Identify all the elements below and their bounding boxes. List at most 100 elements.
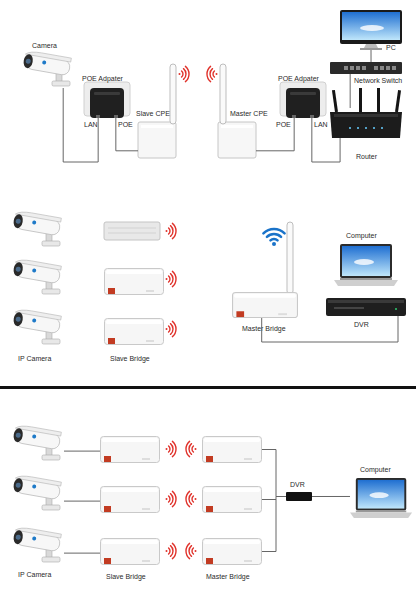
- flat-bridge-lines: [108, 228, 156, 233]
- device-label: Master Bridge: [242, 324, 286, 333]
- flat-bridge: [104, 222, 160, 240]
- device-node: Network Switch: [330, 62, 402, 74]
- bridge-antenna: [287, 222, 293, 294]
- monitor-stand: [364, 44, 378, 48]
- laptop-illustration: [350, 478, 412, 518]
- device-label: LAN: [314, 120, 328, 129]
- device-label: Computer: [360, 465, 391, 474]
- router-body: [330, 112, 402, 138]
- cable-line: [63, 88, 98, 162]
- bridge-illustration: [203, 539, 262, 565]
- device-label: DVR: [354, 320, 369, 329]
- cable-line: [312, 118, 340, 162]
- camera-illustration: [12, 308, 61, 344]
- adapter-port: [114, 115, 118, 118]
- wifi-signal: [166, 441, 177, 456]
- device-label: LAN: [84, 120, 98, 129]
- camera-illustration: [12, 258, 61, 294]
- wifi-signal: [166, 491, 177, 506]
- bridge-illustration: [101, 539, 160, 565]
- bridge-illustration: [233, 292, 298, 317]
- device-label: Slave Bridge: [106, 572, 146, 581]
- bridge-illustration: [105, 319, 164, 345]
- camera-illustration: [22, 50, 71, 86]
- adapter-port: [96, 115, 100, 118]
- poe-adapter-body: [90, 88, 124, 118]
- camera-illustration: [12, 210, 61, 246]
- router-highlight: [334, 114, 398, 117]
- cpe-case: [218, 122, 256, 158]
- device-label: Master Bridge: [206, 572, 250, 581]
- monitor-frame: [340, 10, 402, 44]
- device-label: PC: [386, 43, 396, 52]
- bridge-illustration: [105, 269, 164, 295]
- adapter-highlight: [290, 92, 316, 95]
- device-node: Slave Bridge: [100, 538, 160, 565]
- device-label: POE: [118, 120, 133, 129]
- device-label: Camera: [32, 41, 57, 50]
- device-node: POE AdpaterLANPOE: [90, 88, 124, 118]
- wifi-signal: [166, 321, 177, 336]
- device-node: Router: [330, 108, 402, 138]
- bridge-illustration: [203, 437, 262, 463]
- device-label: POE Adpater: [82, 74, 123, 83]
- monitor-foot: [360, 48, 382, 50]
- device-label: IP Camera: [18, 354, 51, 363]
- device-node: POE AdpaterPOELAN: [286, 88, 320, 118]
- bridge-illustration: [101, 437, 160, 463]
- dvr-body: [286, 492, 312, 501]
- cable-line: [64, 553, 100, 554]
- device-label: Computer: [346, 231, 377, 240]
- camera-illustration: [12, 424, 61, 460]
- bridge-illustration: [101, 487, 160, 513]
- wifi-signal: [166, 543, 177, 558]
- cable-line: [350, 74, 351, 108]
- cpe-highlight: [221, 125, 253, 128]
- switch-body: [330, 62, 402, 74]
- camera-illustration: [12, 474, 61, 510]
- device-node: Slave Bridge: [104, 318, 162, 345]
- dvr-led: [395, 308, 397, 310]
- device-node: Computer: [350, 478, 412, 520]
- cable-line: [262, 316, 398, 342]
- wifi-signal: [186, 543, 197, 558]
- wifi-icon: [263, 229, 284, 246]
- adapter-highlight: [94, 92, 120, 95]
- device-node: PC: [340, 10, 402, 50]
- wifi-signal: [186, 491, 197, 506]
- device-node: Master Bridge: [232, 292, 298, 318]
- device-node: Slave CPE: [138, 122, 176, 158]
- cable-line: [371, 50, 372, 62]
- cable-line: [116, 118, 138, 151]
- device-label: Network Switch: [354, 76, 402, 85]
- wifi-signal: [166, 223, 177, 238]
- cable-line: [262, 497, 286, 552]
- dvr-highlight: [328, 300, 404, 303]
- device-label: Slave Bridge: [110, 354, 150, 363]
- device-node: IP Camera: [10, 530, 64, 564]
- cable-line: [256, 118, 294, 151]
- laptop-illustration: [334, 244, 398, 286]
- dvr-body: [326, 298, 406, 316]
- dvr-slot: [334, 307, 364, 309]
- device-label: DVR: [290, 480, 305, 489]
- adapter-port: [292, 115, 296, 118]
- cable-line: [312, 496, 350, 497]
- device-label: Slave CPE: [136, 109, 170, 118]
- device-node: DVR: [286, 492, 312, 501]
- wifi-signal: [179, 66, 190, 81]
- device-label: Router: [356, 152, 377, 161]
- cpe-highlight: [141, 125, 173, 128]
- device-node: IP Camera: [10, 312, 64, 346]
- adapter-port: [310, 115, 314, 118]
- wifi-signal: [207, 66, 218, 81]
- device-label: POE: [276, 120, 291, 129]
- device-label: IP Camera: [18, 570, 51, 579]
- switch-ports: [344, 66, 396, 70]
- device-node: Master CPE: [218, 122, 256, 158]
- bridge-illustration: [203, 487, 262, 513]
- cpe-antenna: [170, 64, 176, 124]
- cable-wires: [64, 450, 276, 502]
- screen-cloud: [360, 25, 384, 31]
